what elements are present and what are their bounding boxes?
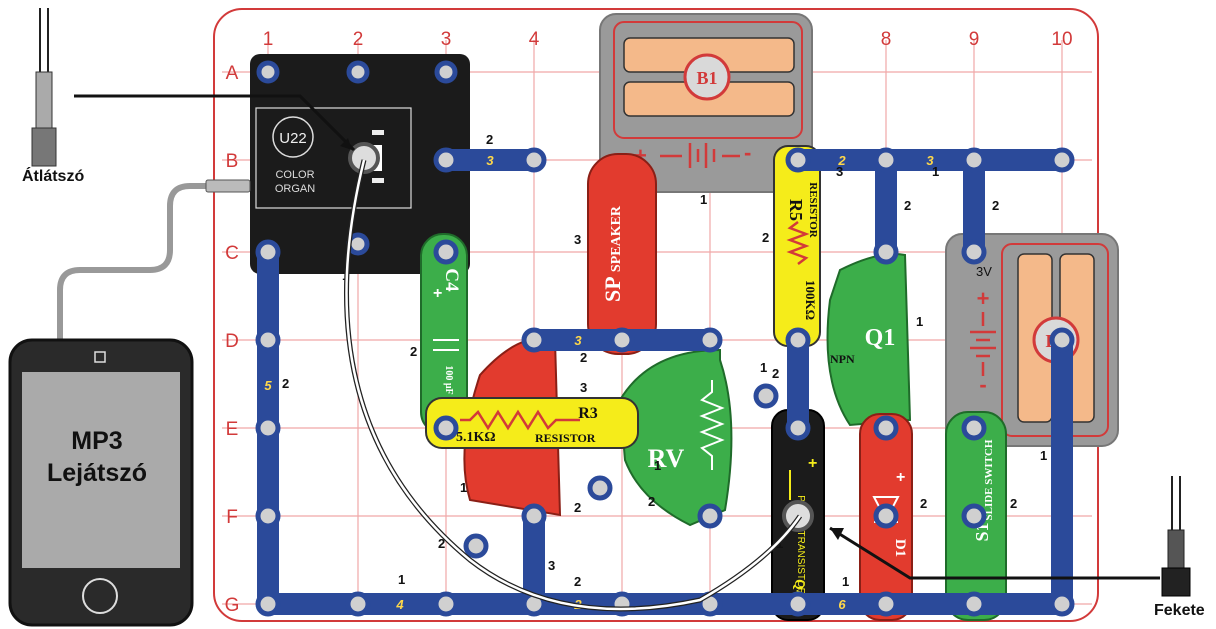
level-number: 2 bbox=[992, 198, 999, 213]
row-label: C bbox=[225, 243, 239, 264]
level-number: 2 bbox=[762, 230, 769, 245]
level-number: 2 bbox=[580, 350, 587, 365]
col-label: 9 bbox=[969, 29, 980, 50]
level-number: 1 bbox=[932, 164, 939, 179]
r5-name: RESISTOR bbox=[807, 182, 819, 238]
wire-number: 6 bbox=[838, 597, 846, 612]
row-label: B bbox=[226, 151, 239, 172]
resistor-r3: R3 5.1KΩ RESISTOR bbox=[426, 398, 638, 448]
col-label: 10 bbox=[1051, 29, 1072, 50]
r5-value: 100KΩ bbox=[803, 280, 818, 320]
battery-voltage: 3V bbox=[976, 264, 992, 279]
row-label: F bbox=[226, 507, 238, 528]
mp3-label-line2: Lejátszó bbox=[22, 457, 172, 489]
col-label: 8 bbox=[881, 29, 892, 50]
level-number: 2 bbox=[648, 494, 655, 509]
wire-number: 4 bbox=[395, 597, 404, 612]
q1-type: NPN bbox=[830, 352, 855, 366]
u22-line2: ORGAN bbox=[275, 183, 315, 195]
speaker-code: SP bbox=[600, 277, 625, 302]
row-label: A bbox=[226, 63, 239, 84]
d1-code: D1 bbox=[892, 539, 908, 557]
clear-probe bbox=[32, 8, 56, 166]
level-number: 1 bbox=[1040, 448, 1047, 463]
r3-value: 5.1KΩ bbox=[456, 430, 496, 445]
black-probe bbox=[1162, 476, 1190, 596]
level-number: 3 bbox=[580, 380, 587, 395]
row-label: D bbox=[225, 331, 239, 352]
u22-line1: COLOR bbox=[275, 169, 314, 181]
u22-id: U22 bbox=[279, 130, 307, 147]
speaker-sp: SP SPEAKER bbox=[588, 154, 656, 354]
speaker-name: SPEAKER bbox=[609, 205, 624, 272]
row-label: E bbox=[226, 419, 239, 440]
row-label: G bbox=[225, 595, 240, 616]
svg-text:+: + bbox=[977, 286, 990, 311]
r3-code: R3 bbox=[578, 405, 598, 422]
level-number: 1 bbox=[398, 572, 405, 587]
wire-number: 5 bbox=[264, 378, 272, 393]
level-number: 2 bbox=[920, 496, 927, 511]
level-number: 1 bbox=[916, 314, 923, 329]
mp3-label-line1: MP3 bbox=[22, 425, 172, 457]
level-number: 1 bbox=[760, 360, 767, 375]
col-label: 1 bbox=[263, 29, 274, 50]
level-number: 2 bbox=[574, 574, 581, 589]
c4-value: 100 μF bbox=[443, 365, 454, 394]
col-label: 3 bbox=[441, 29, 452, 50]
wire-number: 3 bbox=[486, 153, 494, 168]
resistor-r5: R5 RESISTOR 100KΩ bbox=[774, 146, 820, 346]
level-number: 3 bbox=[548, 558, 555, 573]
level-number: 1 bbox=[460, 480, 467, 495]
s1-name: SLIDE SWITCH bbox=[983, 439, 995, 520]
level-number: 2 bbox=[282, 376, 289, 391]
level-number: 3 bbox=[836, 164, 843, 179]
col-label: 2 bbox=[353, 29, 364, 50]
wire-number: 3 bbox=[574, 333, 582, 348]
c4-code: C4 bbox=[441, 268, 462, 292]
level-number: 2 bbox=[410, 344, 417, 359]
level-number: 2 bbox=[1010, 496, 1017, 511]
label-clear-probe: Átlátszó bbox=[22, 168, 84, 186]
r5-code: R5 bbox=[786, 199, 806, 221]
audio-plug bbox=[206, 180, 250, 192]
svg-text:+: + bbox=[896, 469, 905, 486]
level-number: 1 bbox=[842, 574, 849, 589]
level-number: 1 bbox=[654, 458, 661, 473]
level-number: 2 bbox=[772, 366, 779, 381]
level-number: 2 bbox=[574, 500, 581, 515]
battery-top-code: B1 bbox=[696, 68, 717, 88]
r3-name: RESISTOR bbox=[535, 431, 596, 445]
svg-text:+: + bbox=[808, 455, 817, 472]
level-number: 1 bbox=[700, 192, 707, 207]
label-black-probe: Fekete bbox=[1154, 602, 1205, 620]
svg-text:-: - bbox=[744, 140, 751, 165]
q1-code: Q1 bbox=[865, 325, 896, 351]
level-number: 3 bbox=[574, 232, 581, 247]
level-number: 2 bbox=[904, 198, 911, 213]
col-label: 4 bbox=[529, 29, 540, 50]
svg-text:+: + bbox=[433, 285, 442, 302]
level-number: 2 bbox=[486, 132, 493, 147]
